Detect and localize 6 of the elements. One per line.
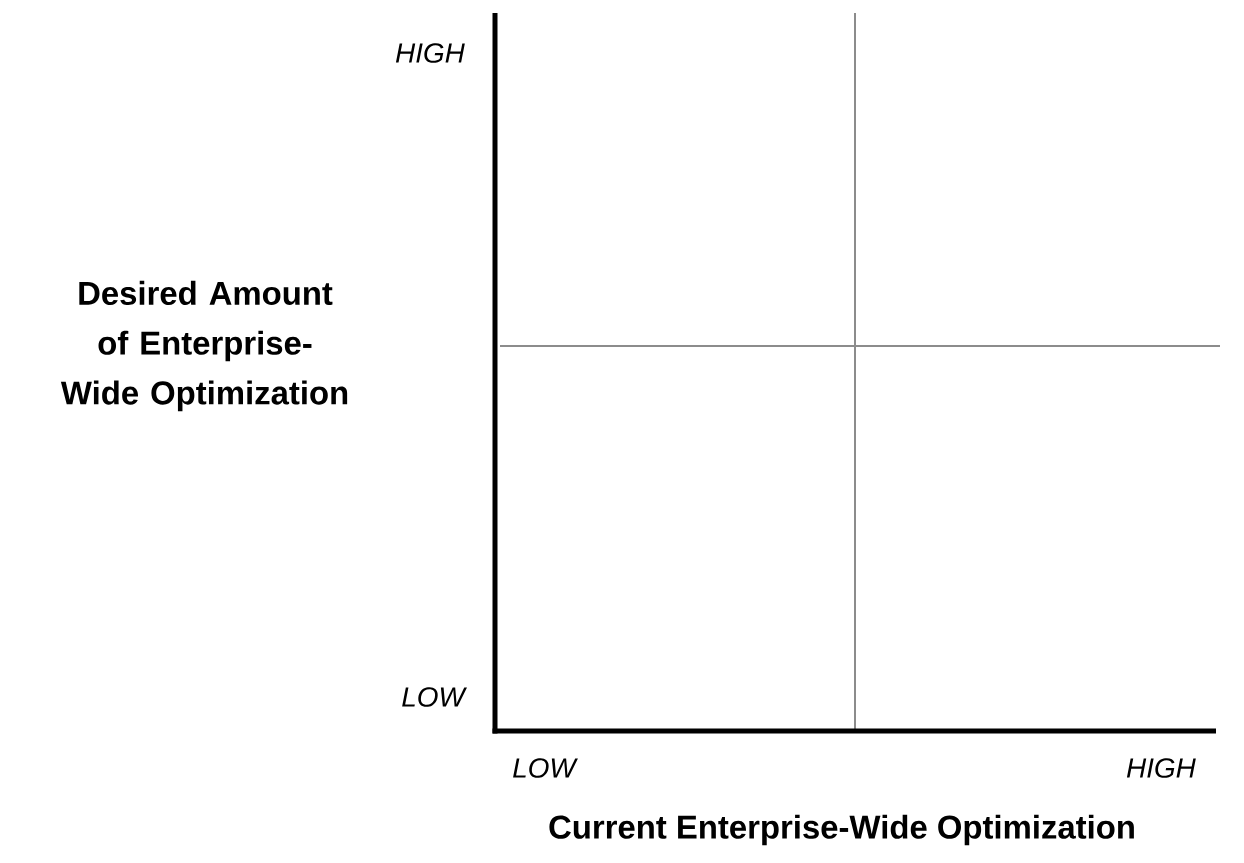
axis-end-label: LOW [402, 687, 467, 707]
axis-end-label: LOW [513, 758, 578, 778]
axis-end-label: HIGH [1126, 758, 1196, 778]
axis-title: Desired Amount of Enterprise-Wide Optimization [60, 280, 348, 412]
axis-title: Current Enterprise-Wide Optimization [549, 814, 1134, 846]
axis-end-label: HIGH [395, 43, 465, 63]
